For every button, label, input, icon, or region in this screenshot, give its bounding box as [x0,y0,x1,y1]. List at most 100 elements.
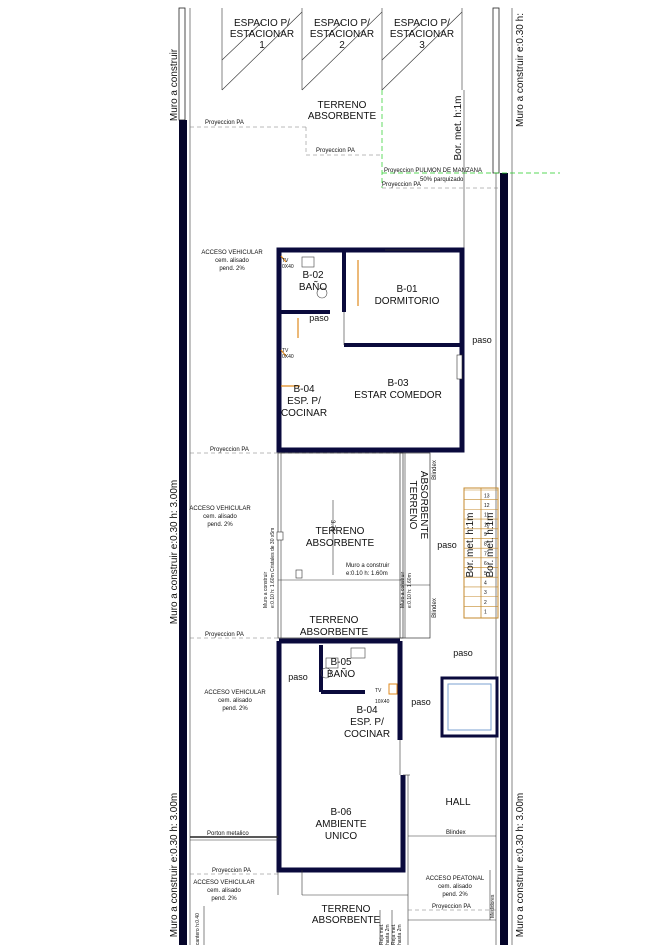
parquizado-label: 50% parquizado [420,177,464,183]
svg-text:cem. alisado: cem. alisado [438,884,472,890]
unit-a [276,247,465,453]
border-stair-label-1: Bor. met. h:1m [465,512,476,577]
stair-number: 4 [484,581,487,587]
svg-text:COCINAR: COCINAR [344,729,390,740]
svg-text:ABSORBENTE: ABSORBENTE [308,111,377,122]
parking-space-3: ESPACIO P/ ESTACIONAR 3 [390,18,454,51]
middle-zone: Proyeccion PA [190,447,499,639]
stair-number: 12 [484,503,490,509]
svg-text:ACCESO PEATONAL: ACCESO PEATONAL [426,876,485,882]
unit-b: Proyeccion PA [190,632,499,945]
svg-text:e:0.10 h: 1.60m: e:0.10 h: 1.60m [407,573,413,608]
svg-text:ABSORBENTE: ABSORBENTE [312,915,381,926]
room-b04-cocinar-b: B-04 ESP. P/ COCINAR [344,705,390,740]
svg-text:ABSORBENTE: ABSORBENTE [300,627,369,638]
hall-label: HALL [445,797,470,808]
paso-unit-a-inner: paso [309,313,329,323]
acceso-vehicular-middle: ACCESO VEHICULAR cem. alisado pend. 2% [189,506,251,528]
svg-text:Reja met.: Reja met. [391,924,397,945]
parking-area [221,8,463,91]
room-b01-dormitorio: B-01 DORMITORIO [375,284,440,307]
svg-text:ESTAR COMEDOR: ESTAR COMEDOR [354,390,442,401]
svg-text:cem. alisado: cem. alisado [207,888,241,894]
svg-text:ESP. P/: ESP. P/ [350,717,384,728]
terreno-middle-vertical: TERRENO ABSORBENTE [407,471,429,540]
svg-text:ESTACIONAR: ESTACIONAR [390,29,454,40]
svg-text:ACCESO VEHICULAR: ACCESO VEHICULAR [204,690,266,696]
svg-text:B-02: B-02 [302,270,324,281]
paso-unit-b-1: paso [288,672,308,682]
svg-text:Muro a construir: Muro a construir [400,572,406,608]
border-top-label: Bor. met. h:1m [453,95,464,160]
porton-label: Porton metalico [207,831,249,837]
medidores-label: Medidores [490,894,496,918]
stair-number: 3 [484,590,487,596]
svg-text:0X40: 0X40 [282,264,294,270]
svg-text:TV: TV [375,688,382,694]
svg-text:ESPACIO P/: ESPACIO P/ [394,18,450,29]
stair-number: 13 [484,493,490,499]
side-label-right-bottom: Muro a construir e:0.30 h: 3.00m [515,793,526,938]
tv-label-a2: TV 0X40 [282,348,294,360]
top-terreno-zone: TERRENO ABSORBENTE Proyeccion PA Proyecc… [190,90,560,248]
proyeccion-pa-top: Proyeccion PA [205,120,244,126]
svg-text:ABSORBENTE: ABSORBENTE [418,471,429,540]
right-wall-main [500,173,508,945]
svg-text:ACCESO VEHICULAR: ACCESO VEHICULAR [193,880,255,886]
room-b03-estar-comedor: B-03 ESTAR COMEDOR [354,378,442,401]
svg-text:ESPACIO P/: ESPACIO P/ [314,18,370,29]
svg-text:ESTACIONAR: ESTACIONAR [230,29,294,40]
svg-text:pend. 2%: pend. 2% [222,706,248,712]
side-label-right-top: Muro a construir e:0.30 h: [515,13,526,127]
parking-space-1: ESPACIO P/ ESTACIONAR 1 [230,18,294,51]
paso-unit-b-3: paso [411,697,431,707]
svg-text:TERRENO: TERRENO [316,526,365,537]
room-b05-bano: B-05 BAÑO [327,657,356,680]
stair-number: 11 [484,513,489,519]
proyeccion-pa-right: Proyeccion PA [382,182,421,188]
blindex-label-2: Blindex [432,598,438,618]
proyeccion-pa-mid: Proyeccion PA [316,148,355,154]
proyeccion-pa-bottom-2: Proyeccion PA [432,904,471,910]
svg-text:TERRENO: TERRENO [318,100,367,111]
pulmon-label: Proyeccion PULMON DE MANZANA [384,168,482,174]
svg-text:ESP. P/: ESP. P/ [287,396,321,407]
stair-number: 10 [484,522,490,528]
svg-text:BAÑO: BAÑO [327,667,356,680]
parking-space-2: ESPACIO P/ ESTACIONAR 2 [310,18,374,51]
svg-text:pend. 2%: pend. 2% [219,266,245,272]
side-label-left-mid: Muro a construir e:0.30 h: 3.00m [169,480,180,625]
acceso-vehicular-bottom: ACCESO VEHICULAR cem. alisado pend. 2% [193,880,255,902]
svg-text:2: 2 [339,40,345,51]
svg-text:TERRENO: TERRENO [310,615,359,626]
proyeccion-pa-unit-b: Proyeccion PA [205,632,244,638]
svg-text:B-04: B-04 [293,384,315,395]
tv-label-b: TV 10X40 [375,688,390,705]
svg-text:B-01: B-01 [396,284,418,295]
blindex-label-b: Blindex [446,830,466,836]
stair-number: 6 [484,561,487,567]
stair-number: 1 [484,610,487,616]
svg-text:ACCESO VEHICULAR: ACCESO VEHICULAR [201,250,263,256]
svg-text:TERRENO: TERRENO [407,481,418,530]
svg-text:pend. 2%: pend. 2% [207,522,233,528]
border-stair-label-2: Bor. met. h:1m [485,512,496,577]
terreno-middle-1: TERRENO ABSORBENTE [306,526,375,549]
svg-text:cem. alisado: cem. alisado [218,698,252,704]
bottom-zone: Proyeccion PA Proyeccion PA [190,868,496,945]
stair-number: 2 [484,600,487,606]
svg-text:ABSORBENTE: ABSORBENTE [306,538,375,549]
tv-label-a1: TV 0X40 [282,258,294,270]
paso-middle: paso [437,540,457,550]
svg-text:10X40: 10X40 [375,699,390,705]
svg-text:Reja met.: Reja met. [379,924,385,945]
svg-text:ESTACIONAR: ESTACIONAR [310,29,374,40]
svg-text:B-06: B-06 [330,807,352,818]
acceso-peatonal-bottom: ACCESO PEATONAL cem. alisado pend. 2% [426,876,485,898]
room-b06-ambiente-unico: B-06 AMBIENTE UNICO [315,807,366,842]
svg-text:ACCESO VEHICULAR: ACCESO VEHICULAR [189,506,251,512]
proyeccion-pa-middle: Proyeccion PA [210,447,249,453]
stair-number: 5 [484,571,487,577]
